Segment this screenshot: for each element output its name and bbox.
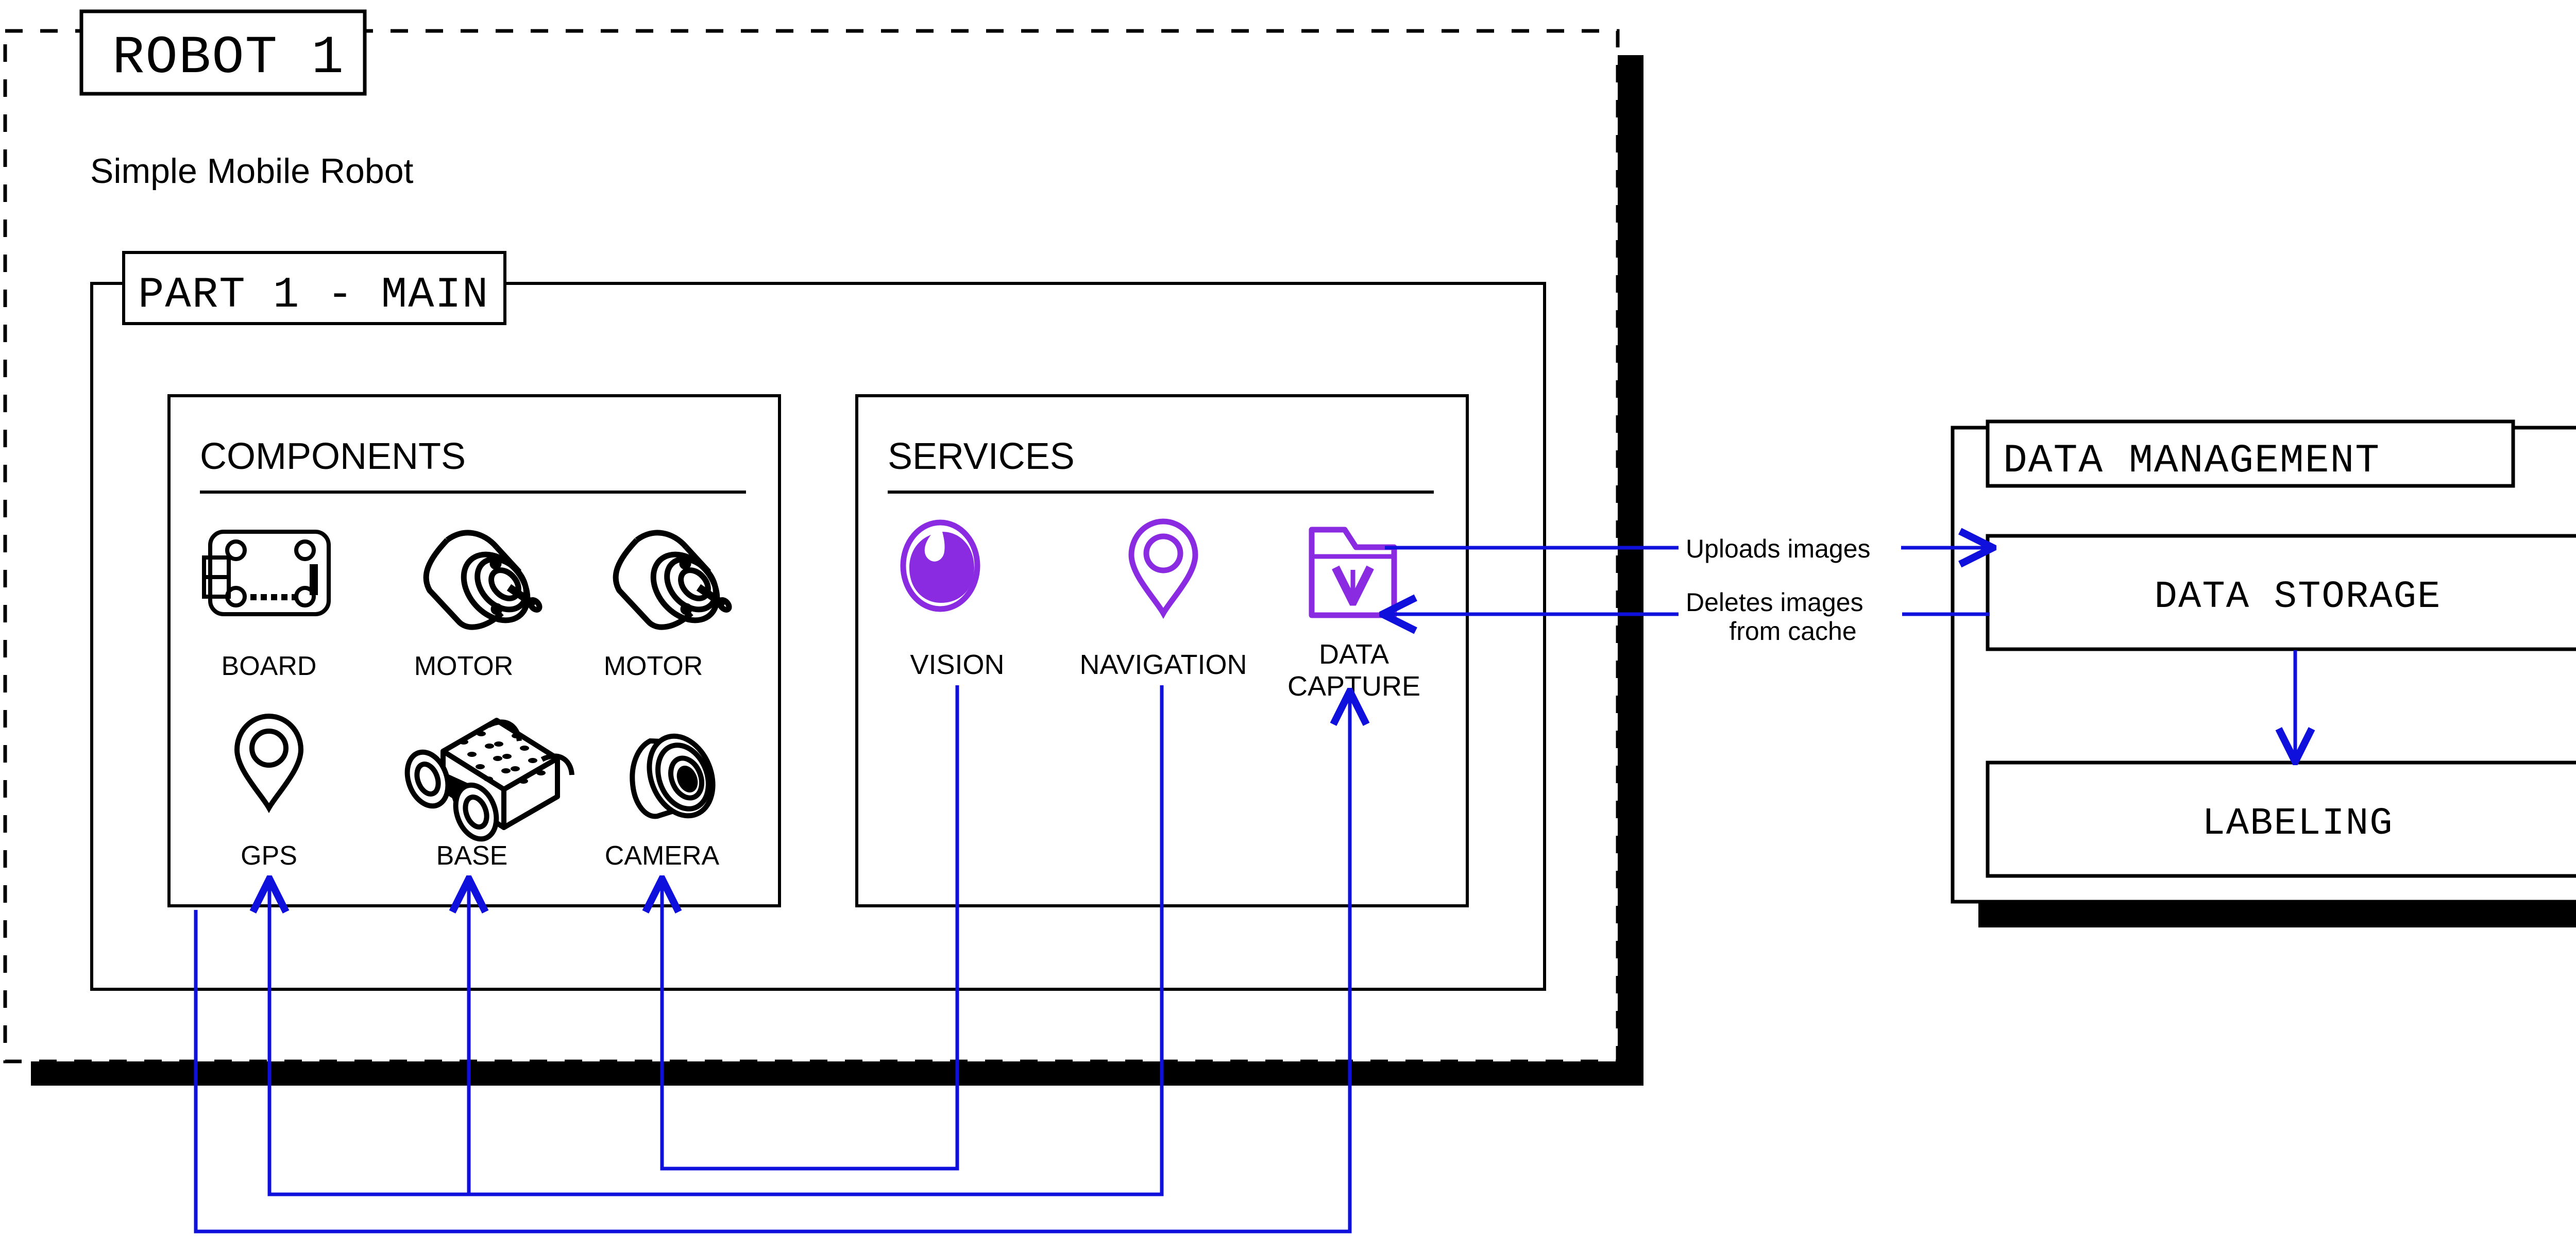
motor-icon: [423, 530, 543, 630]
map-pin-icon: [1128, 518, 1198, 619]
data-management-title-chip: [1986, 419, 2515, 488]
labeling-box[interactable]: [1986, 761, 2576, 878]
service-item-vision[interactable]: VISION: [900, 519, 1005, 680]
component-label-gps: GPS: [241, 841, 297, 871]
deletes-label-line2: from cache: [1729, 617, 1856, 646]
circuit-board-icon: [202, 530, 331, 616]
robot-title-chip: [79, 9, 367, 96]
part-main-title: PART 1 - MAIN: [138, 271, 489, 320]
part-main-title-chip: [122, 251, 506, 325]
component-item-motor-2[interactable]: MOTOR: [604, 530, 732, 681]
component-item-board[interactable]: BOARD: [202, 530, 331, 681]
vision-to-camera-link: [662, 685, 959, 1171]
service-item-data-capture[interactable]: DATA CAPTURE: [1287, 527, 1420, 702]
service-label-vision: VISION: [910, 649, 1004, 680]
data-storage-box[interactable]: [1986, 534, 2576, 651]
component-label-board: BOARD: [222, 651, 317, 681]
robot-subtitle: Simple Mobile Robot: [90, 151, 414, 191]
labeling-label: LABELING: [2202, 802, 2393, 846]
components-heading: COMPONENTS: [200, 436, 466, 477]
eye-icon: [900, 519, 980, 612]
services-heading: SERVICES: [888, 436, 1075, 477]
camera-lens-icon: [630, 733, 716, 819]
component-label-camera: CAMERA: [605, 841, 720, 871]
component-item-gps[interactable]: GPS: [234, 713, 304, 871]
component-item-motor-1[interactable]: MOTOR: [414, 530, 543, 681]
component-label-base: BASE: [436, 841, 508, 871]
robot-chassis-icon: [404, 718, 574, 842]
navigation-to-sensors-link: [269, 685, 1164, 1196]
component-label-motor-2: MOTOR: [604, 651, 703, 681]
motor-icon: [613, 530, 732, 630]
data-management-title: DATA MANAGEMENT: [2003, 438, 2380, 484]
uploads-label: Uploads images: [1686, 534, 1871, 563]
service-label-data-capture-line1: DATA: [1319, 639, 1389, 670]
component-label-motor-1: MOTOR: [414, 651, 514, 681]
service-item-navigation[interactable]: NAVIGATION: [1079, 518, 1247, 680]
service-label-navigation: NAVIGATION: [1079, 649, 1247, 680]
component-item-camera[interactable]: CAMERA: [605, 727, 724, 871]
components-to-data-capture-link: [194, 695, 1350, 1234]
service-label-data-capture-line2: CAPTURE: [1287, 671, 1420, 702]
data-storage-label: DATA STORAGE: [2155, 576, 2442, 619]
deletes-label-line1: Deletes images: [1686, 588, 1863, 617]
component-item-base[interactable]: BASE: [400, 718, 574, 871]
map-pin-icon: [234, 713, 304, 814]
robot-title: ROBOT 1: [112, 28, 345, 89]
